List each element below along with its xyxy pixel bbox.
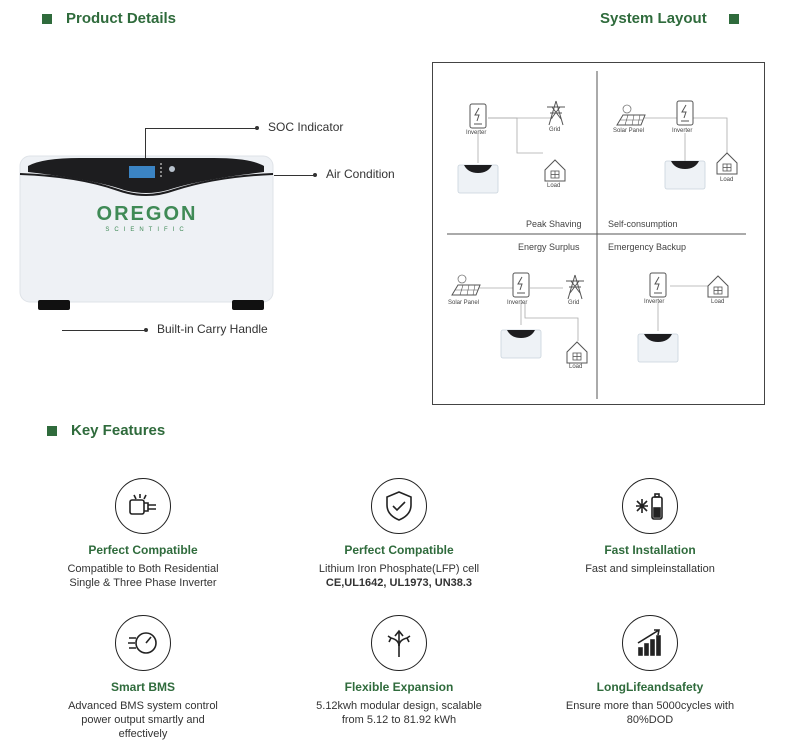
feature-description: 5.12kwh modular design, scalable from 5.… bbox=[316, 700, 482, 726]
grid-label: Grid bbox=[549, 127, 561, 133]
load-label: Load bbox=[720, 177, 734, 183]
emergency-backup-diagram bbox=[637, 272, 729, 363]
inverter-label: Inverter bbox=[507, 300, 528, 306]
heading-marker-icon bbox=[728, 13, 739, 24]
feature-item: Perfect Compatible Lithium Iron Phosphat… bbox=[284, 478, 514, 590]
feature-item: Smart BMS Advanced BMS system control po… bbox=[28, 615, 258, 741]
peak-shaving-caption: Peak Shaving bbox=[526, 219, 582, 229]
soc-callout-line bbox=[145, 128, 257, 129]
plug-icon bbox=[115, 478, 171, 534]
feature-title: Perfect Compatible bbox=[344, 543, 454, 557]
energy-surplus-caption: Energy Surplus bbox=[518, 242, 580, 252]
feature-description: Advanced BMS system control power output… bbox=[68, 700, 218, 740]
feature-item: LongLifeandsafety Ensure more than 5000c… bbox=[535, 615, 765, 727]
brand-logo: OREGON SCIENTIFIC bbox=[96, 203, 198, 233]
feature-description: Compatible to Both Residential Single & … bbox=[67, 563, 219, 589]
air-callout-line bbox=[274, 175, 314, 176]
split-arrows-icon bbox=[371, 615, 427, 671]
feature-title: LongLifeandsafety bbox=[596, 680, 704, 694]
handle-callout-line bbox=[62, 330, 146, 331]
load-label: Load bbox=[711, 299, 725, 305]
system-layout-heading: System Layout bbox=[600, 10, 739, 27]
callout-dot bbox=[255, 126, 259, 130]
product-details-heading: Product Details bbox=[42, 10, 176, 27]
feature-description: Fast and simpleinstallation bbox=[585, 563, 715, 575]
key-features-heading: Key Features bbox=[47, 422, 165, 439]
heading-marker-icon bbox=[47, 425, 57, 436]
callout-dot bbox=[144, 328, 148, 332]
self-consumption-diagram bbox=[616, 100, 738, 190]
growth-chart-icon bbox=[622, 615, 678, 671]
load-label: Load bbox=[547, 183, 561, 189]
feature-item: Perfect Compatible Compatible to Both Re… bbox=[28, 478, 258, 590]
soc-callout-line bbox=[145, 128, 146, 158]
solar-panel-label: Solar Panel bbox=[448, 300, 480, 306]
system-layout-panel: Inverter Grid Load Solar Panel Inverter … bbox=[432, 62, 765, 405]
energy-surplus-diagram bbox=[451, 272, 588, 364]
feature-description: Lithium Iron Phosphate(LFP) cell CE,UL16… bbox=[318, 563, 480, 589]
feature-title: Smart BMS bbox=[110, 680, 175, 694]
feature-title: Fast Installation bbox=[604, 543, 696, 557]
battery-unit-image bbox=[19, 155, 274, 310]
inverter-label: Inverter bbox=[644, 299, 665, 305]
grid-label: Grid bbox=[568, 300, 580, 306]
battery-snowflake-icon bbox=[622, 478, 678, 534]
self-consumption-caption: Self-consumption bbox=[608, 219, 678, 229]
speed-gauge-icon bbox=[115, 615, 171, 671]
shield-check-icon bbox=[371, 478, 427, 534]
feature-description: Ensure more than 5000cycles with 80%DOD bbox=[565, 700, 735, 726]
callout-dot bbox=[313, 173, 317, 177]
peak-shaving-diagram bbox=[457, 100, 566, 194]
inverter-label: Inverter bbox=[466, 130, 487, 136]
heading-marker-icon bbox=[42, 13, 52, 24]
feature-item: Flexible Expansion 5.12kwh modular desig… bbox=[284, 615, 514, 727]
carry-handle-label: Built-in Carry Handle bbox=[157, 322, 268, 336]
air-condition-label: Air Condition bbox=[326, 167, 395, 181]
soc-indicator-label: SOC Indicator bbox=[268, 120, 344, 134]
solar-panel-label: Solar Panel bbox=[613, 128, 645, 134]
feature-title: Flexible Expansion bbox=[344, 680, 454, 694]
feature-item: Fast Installation Fast and simpleinstall… bbox=[535, 478, 765, 576]
layout-diagram bbox=[447, 71, 746, 399]
load-label: Load bbox=[569, 364, 583, 370]
feature-title: Perfect Compatible bbox=[88, 543, 198, 557]
emergency-backup-caption: Emergency Backup bbox=[608, 242, 687, 252]
inverter-label: Inverter bbox=[672, 128, 693, 134]
